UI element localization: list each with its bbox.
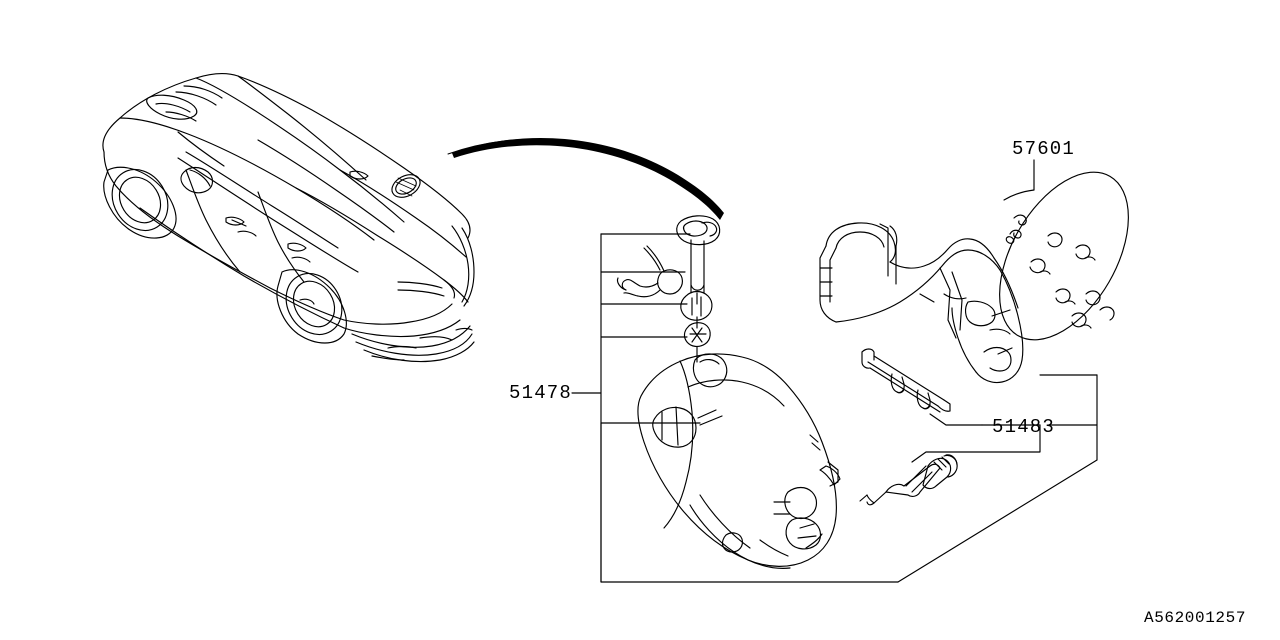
part-number-51483[interactable]: 51483 bbox=[992, 416, 1056, 438]
part-51478-fasteners bbox=[616, 215, 721, 363]
vehicle-illustration bbox=[102, 72, 475, 363]
part-51478-cover bbox=[637, 353, 841, 569]
bracket-51483 bbox=[911, 374, 1098, 463]
leader-arc-to-parts bbox=[447, 137, 724, 220]
part-51483-rail bbox=[861, 348, 951, 413]
part-51483-bolt bbox=[859, 454, 958, 506]
part-number-51478[interactable]: 51478 bbox=[509, 382, 573, 404]
part-number-57601[interactable]: 57601 bbox=[1012, 138, 1076, 160]
diagram-document-id: A562001257 bbox=[1144, 609, 1247, 627]
part-57601-mat bbox=[999, 171, 1129, 341]
part-duct-trim bbox=[819, 222, 1024, 384]
bracket-51478 bbox=[571, 233, 1098, 583]
leader-57601 bbox=[1003, 159, 1035, 201]
